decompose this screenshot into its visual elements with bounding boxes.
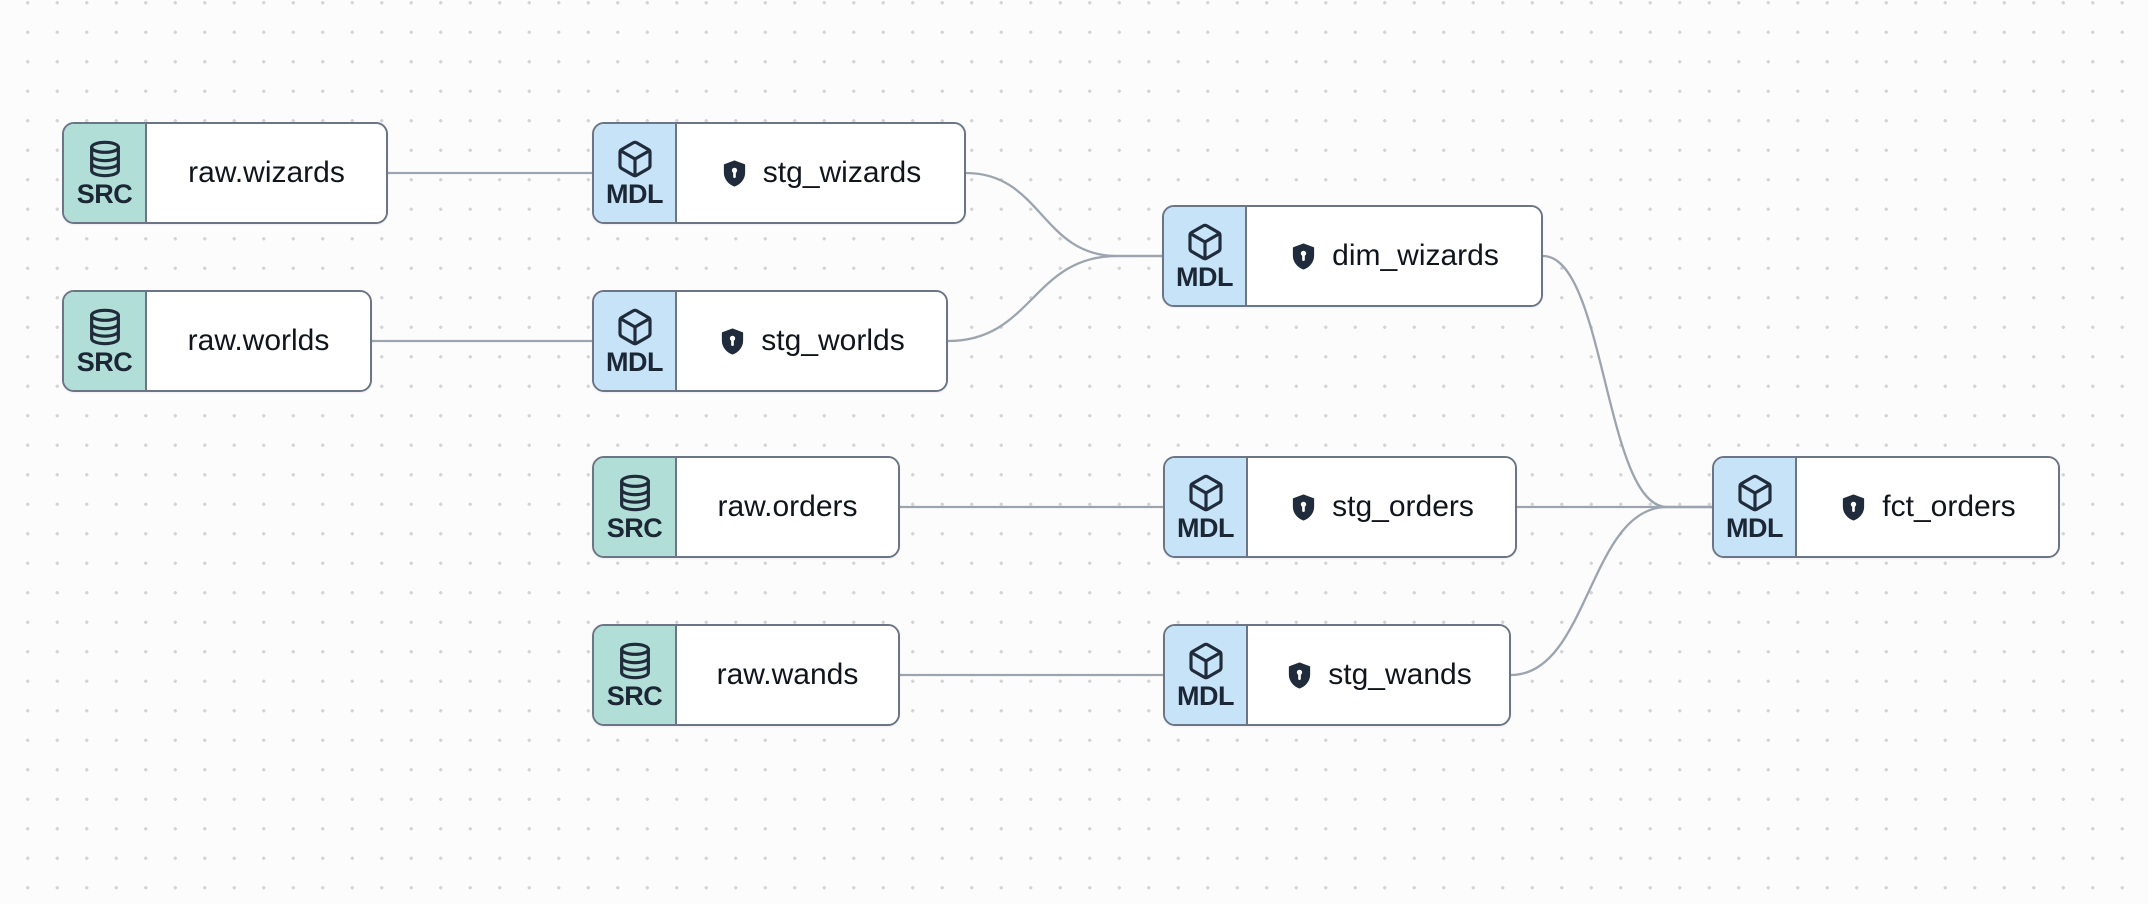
node-name: raw.wizards (188, 156, 345, 189)
node-type-badge: SRC (594, 626, 677, 724)
node-body: dim_wizards (1247, 207, 1541, 305)
node-name: raw.wands (716, 658, 859, 691)
lineage-node-fct_orders[interactable]: MDL fct_orders (1712, 456, 2060, 558)
edge-stg_wizards-dim_wizards[interactable] (964, 171, 1164, 258)
node-body: raw.worlds (147, 292, 370, 390)
lineage-node-stg_orders[interactable]: MDL stg_orders (1163, 456, 1517, 558)
node-type-badge: MDL (1165, 626, 1248, 724)
lineage-node-dim_wizards[interactable]: MDL dim_wizards (1162, 205, 1543, 307)
shield-lock-icon (1289, 492, 1318, 523)
cube-icon (615, 139, 655, 179)
cube-icon (1186, 641, 1226, 681)
edge-stg_wands-fct_orders[interactable] (1509, 505, 1714, 677)
node-name: dim_wizards (1332, 239, 1499, 272)
shield-lock-icon (718, 326, 747, 357)
node-type-badge: MDL (594, 292, 677, 390)
cube-icon (1186, 473, 1226, 513)
node-type-label: SRC (76, 178, 133, 209)
lineage-node-raw_wands[interactable]: SRC raw.wands (592, 624, 900, 726)
node-name: stg_orders (1332, 490, 1474, 523)
node-type-label: MDL (606, 346, 663, 377)
node-body: stg_worlds (677, 292, 946, 390)
node-type-label: MDL (1726, 512, 1783, 543)
node-body: stg_wands (1248, 626, 1509, 724)
cube-icon (615, 307, 655, 347)
node-body: raw.orders (677, 458, 898, 556)
lineage-node-stg_worlds[interactable]: MDL stg_worlds (592, 290, 948, 392)
node-type-label: MDL (1177, 512, 1234, 543)
cube-icon (1185, 222, 1225, 262)
lineage-node-raw_worlds[interactable]: SRC raw.worlds (62, 290, 372, 392)
shield-lock-icon (720, 158, 749, 189)
database-icon (615, 473, 655, 513)
node-type-badge: SRC (594, 458, 677, 556)
node-type-badge: MDL (1165, 458, 1248, 556)
node-body: stg_orders (1248, 458, 1515, 556)
cube-icon (1735, 473, 1775, 513)
edge-stg_worlds-dim_wizards[interactable] (946, 254, 1164, 343)
lineage-node-stg_wizards[interactable]: MDL stg_wizards (592, 122, 966, 224)
node-type-label: MDL (1177, 680, 1234, 711)
node-name: stg_wizards (762, 156, 922, 189)
node-body: stg_wizards (677, 124, 964, 222)
node-type-label: SRC (606, 680, 663, 711)
node-type-badge: SRC (64, 124, 147, 222)
node-body: raw.wands (677, 626, 898, 724)
shield-lock-icon (1839, 492, 1868, 523)
node-name: stg_wands (1328, 658, 1472, 691)
database-icon (85, 139, 125, 179)
shield-lock-icon (1285, 660, 1314, 691)
node-type-label: MDL (606, 178, 663, 209)
node-type-badge: SRC (64, 292, 147, 390)
node-type-badge: MDL (1714, 458, 1797, 556)
node-body: fct_orders (1797, 458, 2058, 556)
database-icon (615, 641, 655, 681)
node-type-badge: MDL (1164, 207, 1247, 305)
node-type-label: SRC (606, 512, 663, 543)
node-type-label: SRC (76, 346, 133, 377)
node-type-badge: MDL (594, 124, 677, 222)
node-name: stg_worlds (761, 324, 905, 357)
shield-lock-icon (1289, 241, 1318, 272)
database-icon (85, 307, 125, 347)
node-name: raw.orders (717, 490, 858, 523)
node-body: raw.wizards (147, 124, 386, 222)
lineage-node-raw_wizards[interactable]: SRC raw.wizards (62, 122, 388, 224)
edge-dim_wizards-fct_orders[interactable] (1541, 254, 1714, 509)
node-name: raw.worlds (187, 324, 330, 357)
lineage-node-raw_orders[interactable]: SRC raw.orders (592, 456, 900, 558)
node-type-label: MDL (1176, 261, 1233, 292)
node-name: fct_orders (1882, 490, 2016, 523)
lineage-node-stg_wands[interactable]: MDL stg_wands (1163, 624, 1511, 726)
